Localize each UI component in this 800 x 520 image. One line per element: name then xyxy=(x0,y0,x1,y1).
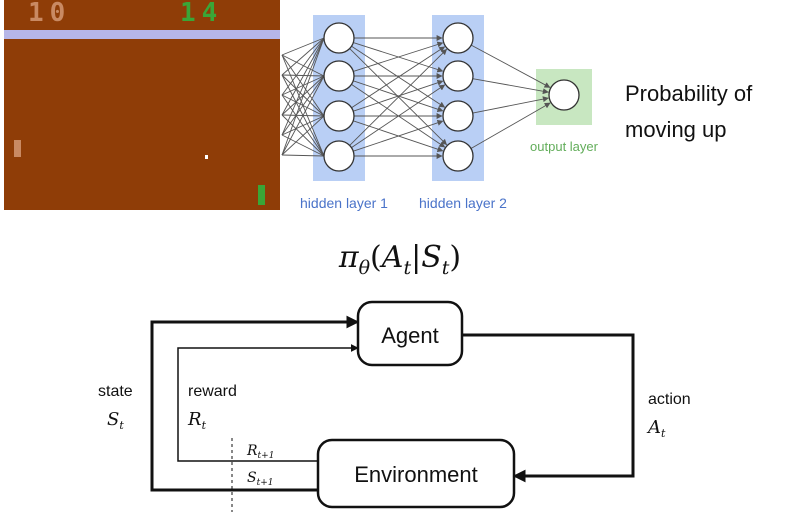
network-edge xyxy=(281,37,325,156)
network-edge xyxy=(281,115,325,156)
hidden-layer-2-neuron xyxy=(442,100,474,132)
network-edge xyxy=(281,75,325,136)
network-edge xyxy=(281,75,325,156)
next-reward-symbol: Rt+1 xyxy=(246,443,274,461)
network-edge xyxy=(281,37,325,116)
state-label: state xyxy=(98,383,133,400)
reward-symbol: Rt xyxy=(187,409,207,432)
network-edges xyxy=(281,35,551,159)
environment-label: Environment xyxy=(354,462,478,487)
output-neuron xyxy=(548,79,580,111)
pong-game-frame: 10 14 xyxy=(4,0,280,210)
network-edge xyxy=(353,119,444,152)
output-caption: Probability of moving up xyxy=(625,81,753,142)
hidden-layer-1-neuron xyxy=(323,22,355,54)
hidden-layer-1-neuron xyxy=(323,60,355,92)
game-top-wall xyxy=(4,30,280,39)
ball xyxy=(205,155,208,159)
score-left: 10 xyxy=(28,0,71,28)
network-edge xyxy=(472,96,549,114)
action-arrow xyxy=(462,333,635,483)
action-symbol: At xyxy=(646,417,666,440)
network-edge xyxy=(281,74,325,77)
right-paddle xyxy=(258,185,265,205)
policy-formula: πθ(At|St) xyxy=(338,240,461,279)
reward-label: reward xyxy=(188,383,237,400)
network-edge xyxy=(351,84,446,149)
hidden-layer-1-neuron xyxy=(323,140,355,172)
score-right: 14 xyxy=(180,0,223,28)
network-edge xyxy=(281,37,325,76)
network-edge xyxy=(281,154,325,157)
network-edge xyxy=(349,48,448,146)
state-arrow xyxy=(150,315,360,492)
hidden-layer-2-neuron xyxy=(442,22,474,54)
network-edge xyxy=(353,79,444,112)
hidden-layer-1-label: hidden layer 1 xyxy=(300,195,388,211)
network-edge xyxy=(351,46,446,109)
output-layer-label: output layer xyxy=(530,139,599,154)
network-edge xyxy=(349,48,448,146)
network-edge xyxy=(281,54,325,77)
network-edge xyxy=(281,37,325,96)
next-state-symbol: St+1 xyxy=(247,470,273,488)
network-edge xyxy=(281,37,325,136)
action-label: action xyxy=(648,391,691,408)
network-edge xyxy=(470,102,551,149)
hidden-layer-2-label: hidden layer 2 xyxy=(419,195,507,211)
rl-loop-diagram: Agent Environment state St reward Rt act… xyxy=(98,300,691,512)
output-caption-line1: Probability of xyxy=(625,81,753,106)
state-symbol: St xyxy=(107,409,124,432)
network-edge xyxy=(353,41,444,72)
hidden-layer-2-neuron xyxy=(442,140,474,172)
network-edge xyxy=(351,45,446,108)
hidden-layer-2-neuron xyxy=(442,60,474,92)
network-edge xyxy=(281,37,325,56)
network-nodes xyxy=(323,22,580,172)
reward-arrow xyxy=(177,344,359,462)
neural-network: hidden layer 1 hidden layer 2 output lay… xyxy=(281,15,599,211)
network-edge xyxy=(470,44,551,88)
network-edge xyxy=(472,78,549,95)
hidden-layer-1-neuron xyxy=(323,100,355,132)
agent-label: Agent xyxy=(381,323,439,348)
left-paddle xyxy=(14,140,21,157)
network-edge xyxy=(281,115,325,136)
network-edge xyxy=(281,134,325,157)
output-caption-line2: moving up xyxy=(625,117,727,142)
